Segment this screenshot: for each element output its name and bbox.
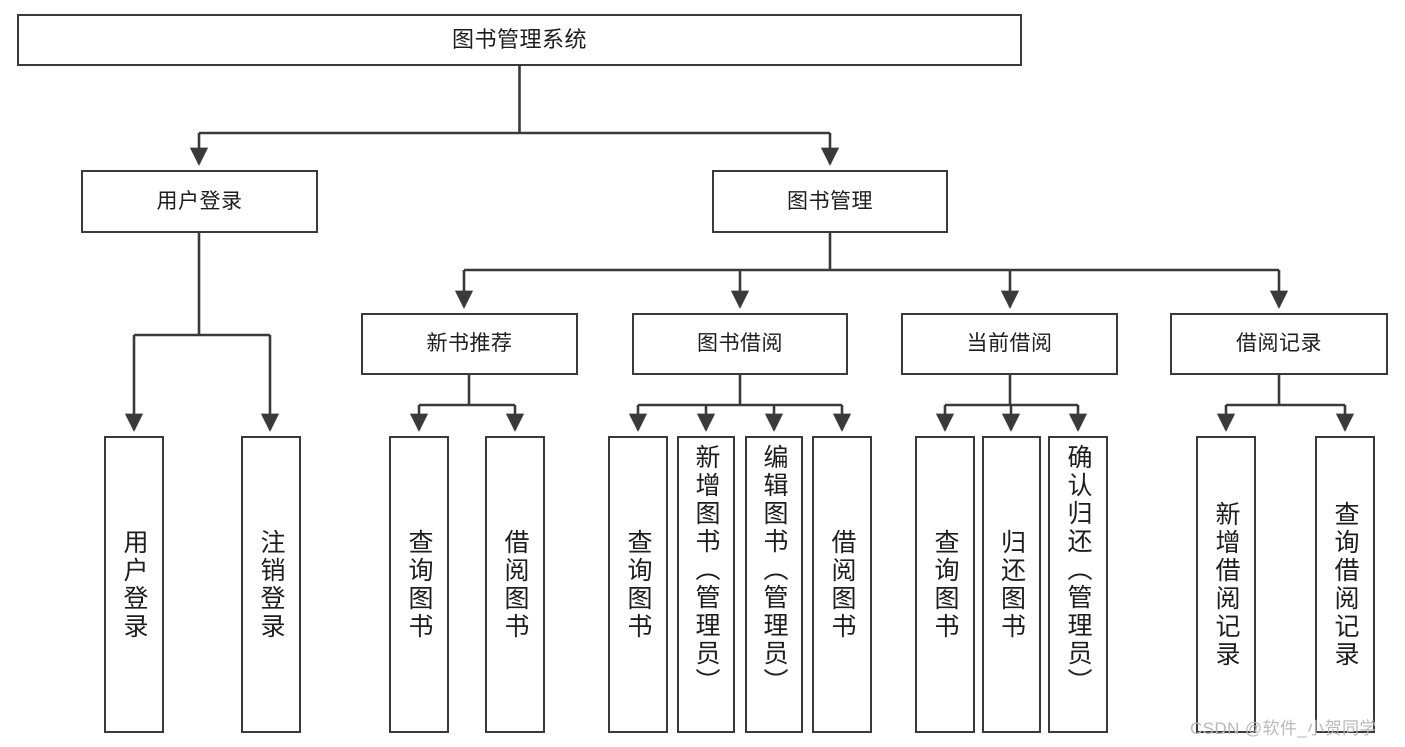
node-label: 查询图书 <box>405 528 433 641</box>
csdn-watermark: CSDN @软件_小贺同学 <box>1190 719 1377 738</box>
node-book-borrow[interactable]: 图书借阅 <box>632 313 848 375</box>
node-label: 用户登录 <box>120 528 148 641</box>
node-user-login[interactable]: 用户登录 <box>81 170 318 233</box>
node-current-borrow[interactable]: 当前借阅 <box>901 313 1118 375</box>
node-label: 借阅记录 <box>1236 332 1322 356</box>
node-borrow-record[interactable]: 借阅记录 <box>1170 313 1388 375</box>
leaf-return-book[interactable]: 归还图书 <box>982 436 1041 733</box>
leaf-add-borrow-record[interactable]: 新增借阅记录 <box>1196 436 1256 733</box>
node-new-book-recommend[interactable]: 新书推荐 <box>361 313 578 375</box>
node-label: 确认归还（管理员） <box>1064 444 1092 696</box>
node-book-management[interactable]: 图书管理 <box>712 170 948 233</box>
node-label: 图书借阅 <box>697 332 783 356</box>
node-label: 归还图书 <box>997 528 1026 641</box>
node-label: 借阅图书 <box>501 528 529 641</box>
node-label: 图书管理 <box>787 189 873 213</box>
node-label: 借阅图书 <box>828 528 856 641</box>
node-label: 新增图书（管理员） <box>692 444 720 696</box>
leaf-query-book-current[interactable]: 查询图书 <box>915 436 975 733</box>
node-label: 查询图书 <box>624 528 652 641</box>
leaf-confirm-return-admin[interactable]: 确认归还（管理员） <box>1048 436 1108 733</box>
leaf-query-book-recommend[interactable]: 查询图书 <box>389 436 449 733</box>
node-label: 查询借阅记录 <box>1331 500 1359 669</box>
node-label: 注销登录 <box>257 528 285 641</box>
node-label: 查询图书 <box>931 528 959 641</box>
node-label: 用户登录 <box>156 189 243 213</box>
leaf-edit-book-admin[interactable]: 编辑图书（管理员） <box>745 436 803 733</box>
node-label: 编辑图书（管理员） <box>760 444 788 696</box>
node-label: 新书推荐 <box>426 332 513 356</box>
leaf-add-book-admin[interactable]: 新增图书（管理员） <box>677 436 735 733</box>
leaf-borrow-book-recommend[interactable]: 借阅图书 <box>485 436 545 733</box>
leaf-query-book[interactable]: 查询图书 <box>608 436 668 733</box>
node-label: 当前借阅 <box>966 332 1053 356</box>
node-root-system[interactable]: 图书管理系统 <box>17 14 1022 66</box>
node-label: 图书管理系统 <box>451 26 587 52</box>
leaf-query-borrow-record[interactable]: 查询借阅记录 <box>1315 436 1375 733</box>
node-label: 新增借阅记录 <box>1212 500 1240 669</box>
leaf-user-logout[interactable]: 注销登录 <box>241 436 301 733</box>
leaf-user-login[interactable]: 用户登录 <box>104 436 164 733</box>
leaf-borrow-book[interactable]: 借阅图书 <box>812 436 872 733</box>
